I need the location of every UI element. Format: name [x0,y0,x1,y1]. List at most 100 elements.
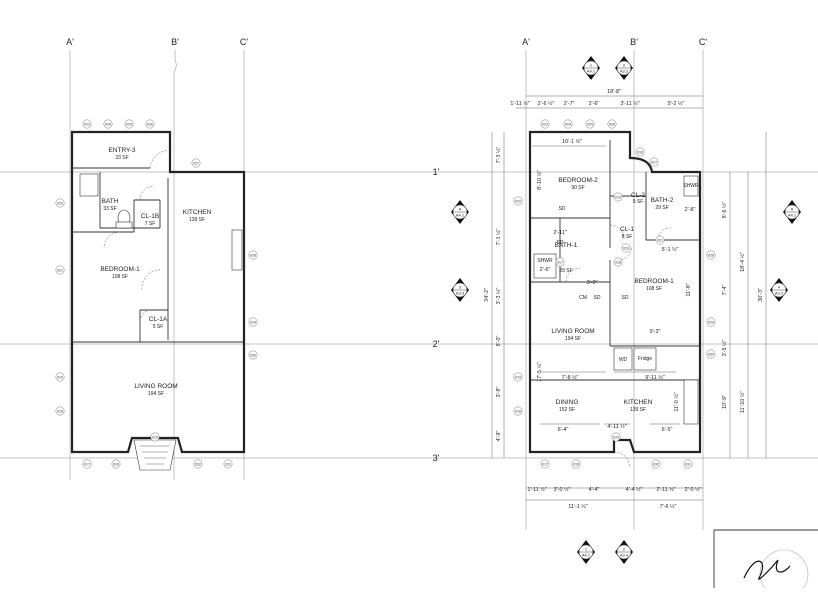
element-tag: 028 [706,250,716,260]
element-tag-circle [683,459,693,469]
element-tag-label: 029 [708,320,714,324]
dim-int-13: 2'-8" [685,207,696,213]
element-tag-circle [513,406,523,416]
right-room-area-kitchen: 139 SF [630,407,646,413]
grid-bubbles: A' B' C' A' B' C' 1' 2' 3' [66,37,707,463]
right-room-name-bedroom2: BEDROOM-2 [558,177,598,184]
element-tag-label: 032 [195,462,201,466]
element-tag-circle [611,432,621,442]
dim-int-6: 7'-8 ½" [562,374,579,381]
section-marker: 2A3.3 [615,56,633,80]
left-floor-plan: ENTRY-3 33 SF BATH 33 SF CL-1B 7 SF KITC… [55,119,258,471]
dim-int-5: 17'-5 ½" [536,362,543,382]
left-room-area-bedroom: 108 SF [112,274,128,280]
right-room-name-kitchen: KITCHEN [624,399,653,406]
section-marker-sheet: A4.1 [587,69,596,74]
dim-bottom-3: 4'-4" [589,487,600,493]
element-tag: 017 [540,459,550,469]
element-tag-circle [248,350,258,360]
right-room-name-bath1: BATH-1 [555,242,578,249]
element-tag-label: 016 [113,462,119,466]
left-room-area-living: 194 SF [148,391,164,397]
signature-mark [743,559,791,580]
element-tag: 025 [124,119,134,129]
element-tag-label: 028 [708,253,714,257]
section-marker: 3A3.3 [451,278,469,302]
element-tag-label: 016 [573,462,579,466]
dim-top-4: 3'-11 ½" [620,100,639,107]
dim-int-3: 11'-8" [686,283,692,296]
element-tag-circle [555,257,565,267]
right-room-name-dining: DINING [556,399,579,406]
dim-bottom-8: 7'-6 ½" [660,503,677,510]
element-tag-circle [111,459,121,469]
right-room-name-living: LIVING ROOM [551,328,594,335]
element-tag: 023 [82,119,92,129]
dim-top-3: 2'-6" [589,101,600,107]
right-room-area-bedroom2: 90 SF [571,185,584,191]
left-room-area-bath: 33 SF [103,206,116,212]
element-tag: 023 [540,119,550,129]
left-room-name-cl1b: CL-1B [141,213,159,220]
element-tag-label: 017 [557,260,563,264]
element-tag-circle [248,250,258,260]
element-tag-label: 028 [250,253,256,257]
element-tag-label: 020 [623,246,629,250]
section-marker: AA4.1 [451,200,469,224]
element-tag: 015 [150,432,160,442]
element-tag-circle [607,119,617,129]
element-tag: 021 [655,235,665,245]
dim-right-overall: 30'-3" [758,288,764,302]
right-room-name-bath2: BATH-2 [651,197,674,204]
right-room-area-dining: 152 SF [559,407,575,413]
grid-label-right-c: C' [699,37,707,47]
left-room-area-entry: 33 SF [115,155,128,161]
dim-bottom-6: 2'-0 ½" [685,486,702,493]
dim-left-4: 8'-0" [496,336,502,347]
element-tag-label: 027 [651,160,657,164]
section-marker-number: 2 [623,547,626,552]
dim-left-2: 7'-1 ½" [495,229,502,246]
element-tag: 019 [513,372,523,382]
element-tag-circle [706,250,716,260]
element-tag: 026 [145,119,155,129]
right-fixture-shower-1: SHWR [537,258,553,264]
dim-left-1: 7'-3 ½" [495,147,502,164]
dim-bottom-4: 4'-4 ½" [626,486,643,493]
section-marker-number: 3 [459,285,462,290]
right-fixture-washer-dryer: WD [619,357,628,363]
right-room-area-bedroom1: 108 SF [646,286,662,292]
left-room-name-living: LIVING ROOM [134,383,177,390]
section-marker-sheet: A3.4 [620,553,629,558]
element-tag-circle [82,119,92,129]
grid-label-left-c: C' [240,37,248,47]
dim-top-2: 2'-7" [564,101,575,107]
left-room-name-bath: BATH [102,198,119,205]
dim-bottom-2: 3'-0 ½" [554,486,571,493]
section-marker-number: 2 [623,63,626,68]
right-fixture-sd-2: SD [559,206,566,212]
element-tag: 019 [55,372,65,382]
element-tag: 032 [651,459,661,469]
element-tag-label: 023 [84,122,90,126]
right-fixture-sd-3: SD [622,295,629,301]
element-tag: 021 [55,265,65,275]
element-tag-circle [706,349,716,359]
grid-lines [0,50,818,530]
element-tag-circle [55,198,65,208]
grid-label-right-a: A' [522,37,530,47]
element-tag-label: 029 [250,320,256,324]
dim-bottom-7: 11'-1 ½" [568,503,587,510]
element-tag-label: 017 [542,462,548,466]
dim-right-3: 3'-5 ½" [721,340,728,357]
right-floor-plan: SHWR SHWR WD Fridge CM SD SD SD SD BEDRO… [451,56,801,564]
element-tag: 026 [607,119,617,129]
element-tag-label: 031 [685,462,691,466]
section-marker: 2A3.4 [615,540,633,564]
element-tag: 024 [563,119,573,129]
section-marker: 1A4.1 [582,56,600,80]
right-room-area-living: 194 SF [565,336,581,342]
dim-int-8: 11'-0 ½" [673,392,680,411]
